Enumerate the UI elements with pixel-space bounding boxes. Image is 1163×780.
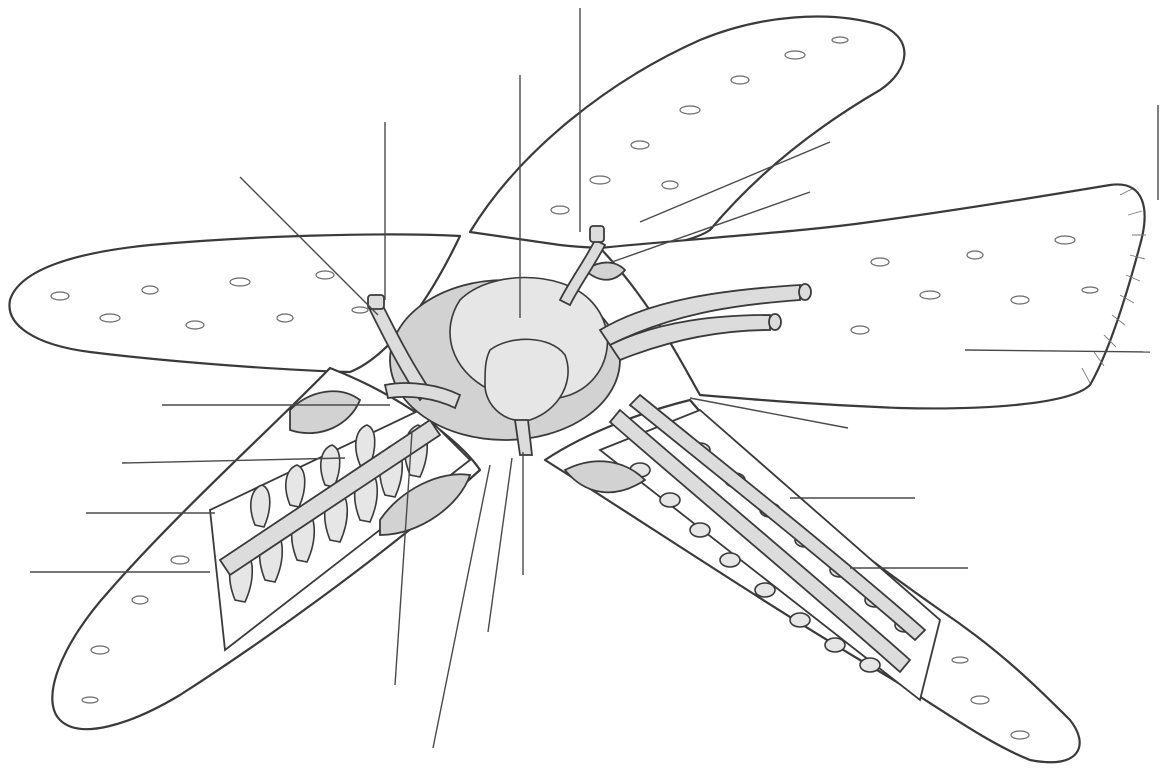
canal-end-2 — [769, 314, 781, 330]
radial-canal-right — [610, 410, 910, 672]
arm-upper — [470, 17, 904, 248]
canal-end-1 — [799, 284, 811, 300]
mouth-stalk — [515, 420, 532, 455]
madreporite — [590, 226, 604, 242]
leader-line-17 — [488, 458, 512, 632]
